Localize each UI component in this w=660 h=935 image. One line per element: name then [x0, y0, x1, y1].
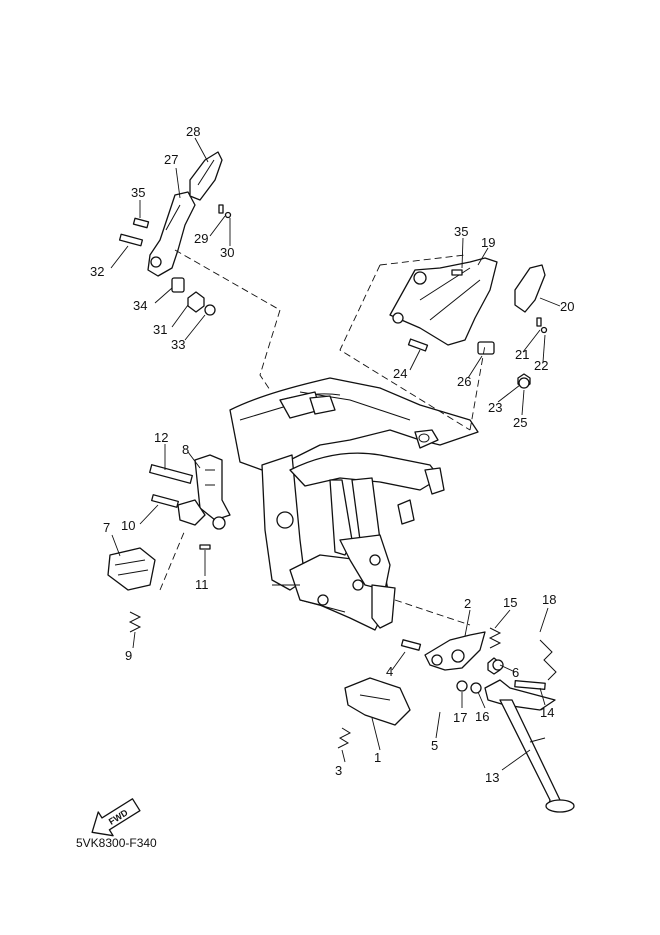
callout-6: 6 — [512, 665, 519, 680]
callout-11: 11 — [195, 577, 209, 592]
callout-24: 24 — [393, 366, 407, 381]
callout-13: 13 — [485, 770, 499, 785]
callout-2: 2 — [464, 596, 471, 611]
callout-30: 30 — [220, 245, 234, 260]
callout-8: 8 — [182, 442, 189, 457]
callout-29: 29 — [194, 231, 208, 246]
leader-lines — [110, 137, 561, 771]
callout-7: 7 — [103, 520, 110, 535]
callout-15: 15 — [503, 595, 517, 610]
callout-1: 1 — [374, 750, 381, 765]
callout-32: 32 — [90, 264, 104, 279]
callout-26: 26 — [457, 374, 471, 389]
callout-9: 9 — [125, 648, 132, 663]
right-footrest-bracket — [389, 257, 548, 389]
callout-34: 34 — [133, 298, 147, 313]
callout-33: 33 — [171, 337, 185, 352]
callout-25: 25 — [513, 415, 527, 430]
brake-pedal-assembly — [107, 454, 231, 633]
callout-10: 10 — [121, 518, 135, 533]
callout-22: 22 — [534, 358, 548, 373]
callout-labels: 1 2 3 4 5 6 7 8 9 10 11 12 13 14 15 16 1… — [90, 124, 574, 785]
drawing-code: 5VK8300-F340 — [76, 836, 157, 850]
callout-3: 3 — [335, 763, 342, 778]
callout-35-left: 35 — [131, 185, 145, 200]
callout-18: 18 — [542, 592, 556, 607]
callout-4: 4 — [386, 664, 393, 679]
frame-assembly — [229, 377, 479, 631]
callout-20: 20 — [560, 299, 574, 314]
callout-28: 28 — [186, 124, 200, 139]
callout-21: 21 — [515, 347, 529, 362]
callout-16: 16 — [475, 709, 489, 724]
callout-35-right: 35 — [454, 224, 468, 239]
connection-lines — [174, 249, 486, 431]
sidestand-assembly — [337, 599, 575, 813]
callout-5: 5 — [431, 738, 438, 753]
callout-23: 23 — [488, 400, 502, 415]
callout-12: 12 — [154, 430, 168, 445]
left-footrest-bracket — [118, 151, 232, 316]
callout-31: 31 — [153, 322, 167, 337]
callout-27: 27 — [164, 152, 178, 167]
callout-17: 17 — [453, 710, 467, 725]
callout-19: 19 — [481, 235, 495, 250]
callout-14: 14 — [540, 705, 554, 720]
